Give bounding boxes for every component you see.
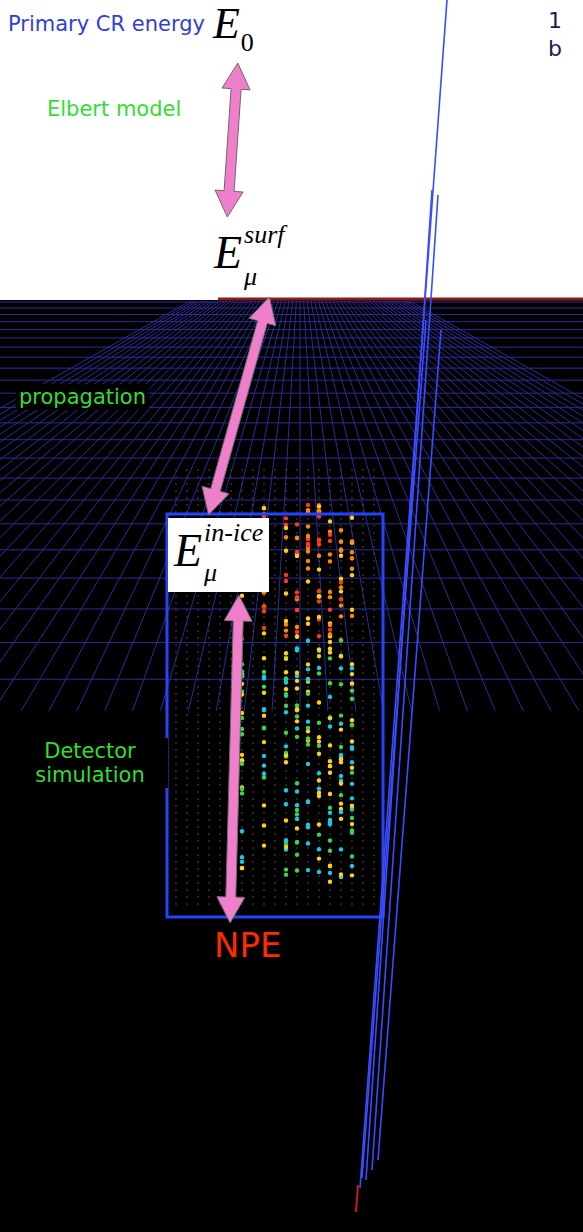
step-label: Elbert model xyxy=(44,96,184,122)
surface-line xyxy=(218,298,583,301)
surface-sky xyxy=(0,0,583,300)
node-text: μ xyxy=(204,560,217,586)
energy-node: Primary CR energyE0 xyxy=(8,6,258,60)
double-arrow xyxy=(215,63,250,217)
node-text: Primary CR energy xyxy=(8,14,205,35)
cut-off-text: 1 xyxy=(548,8,562,33)
step-label: propagation xyxy=(16,384,149,410)
detector-volume xyxy=(167,514,383,917)
node-text: E xyxy=(174,528,202,574)
node-text: E xyxy=(214,230,242,276)
double-arrow xyxy=(202,297,276,515)
double-arrow xyxy=(217,595,252,923)
perspective-grid xyxy=(0,301,583,711)
node-text: E xyxy=(213,2,240,46)
node-text: NPE xyxy=(214,928,281,962)
energy-node: Esurf μ xyxy=(212,220,289,294)
step-label: Detector simulation xyxy=(12,738,168,788)
node-text: μ xyxy=(244,264,257,290)
detector-strings xyxy=(175,469,375,905)
energy-node: Ein-ice μ xyxy=(168,518,269,592)
energy-node: NPE xyxy=(212,926,284,965)
node-text: surf xyxy=(244,222,284,248)
cut-off-text: b xyxy=(548,36,562,61)
muon-tracks xyxy=(360,0,447,1188)
track-end xyxy=(356,1185,358,1212)
node-text: 0 xyxy=(241,30,254,56)
node-text: in-ice xyxy=(204,520,263,546)
